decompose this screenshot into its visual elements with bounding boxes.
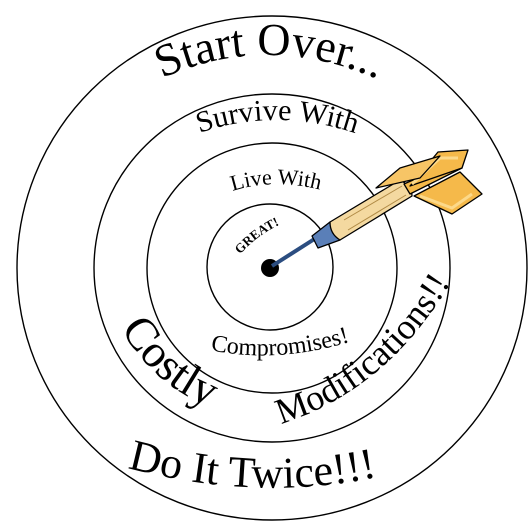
dart-needle [272, 238, 316, 266]
survive-with-label: Survive With [192, 94, 363, 140]
dart-barrel [330, 180, 412, 240]
compromises-label: Compromises! [209, 323, 351, 362]
live-with-label: Live With [227, 164, 324, 196]
costly-label: Costly [112, 306, 227, 416]
great-label: GREAT! [231, 214, 280, 256]
start-over-label: Start Over... [147, 14, 393, 89]
